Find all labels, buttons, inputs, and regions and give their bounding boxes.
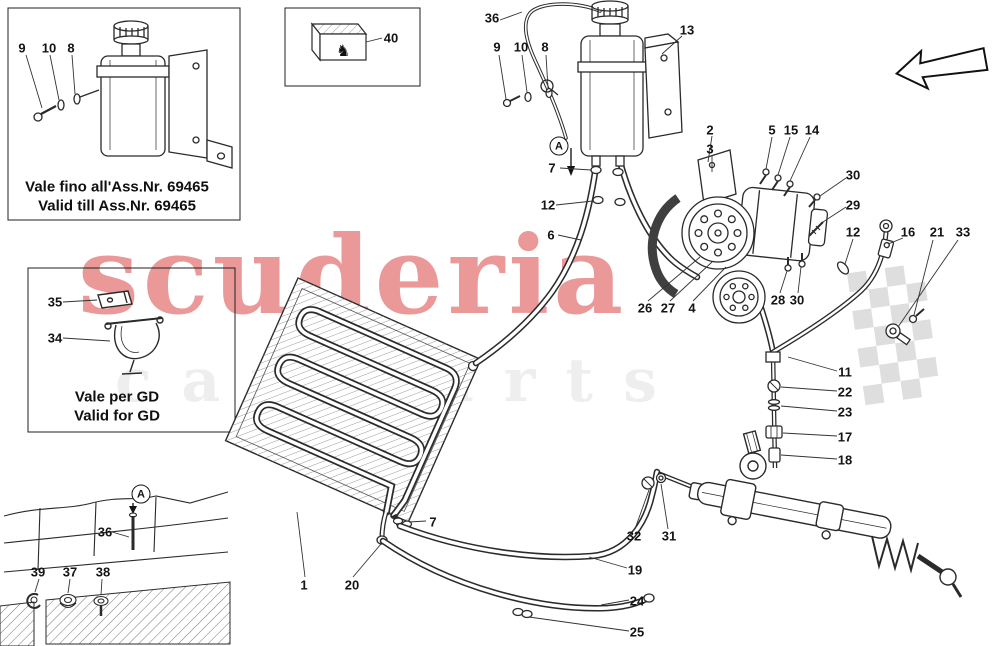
gd-clamp-inset-drawing — [97, 290, 164, 375]
callout-8: 8 — [541, 39, 549, 55]
hydraulic-hoses — [379, 2, 889, 619]
steering-rack-drawing — [688, 430, 963, 598]
callout-19: 19 — [627, 562, 643, 578]
reservoir-old-inset-drawing — [33, 20, 233, 169]
callout-22: 22 — [837, 384, 853, 400]
callout-7: 7 — [429, 514, 437, 530]
callout-20: 20 — [344, 577, 360, 593]
callout-1: 1 — [300, 577, 308, 593]
callout-23: 23 — [837, 404, 853, 420]
caption-gd-english: Valid for GD — [74, 407, 160, 425]
reservoir-main-drawing — [502, 0, 683, 207]
callout-6: 6 — [547, 227, 555, 243]
inset-boxes — [7, 7, 421, 433]
pipe-fittings-drawing — [641, 219, 925, 490]
callout-12: 12 — [540, 197, 556, 213]
callout-27: 27 — [660, 300, 676, 316]
callout-34: 34 — [47, 330, 63, 346]
callout-13: 13 — [679, 22, 695, 38]
callout-29: 29 — [845, 197, 861, 213]
direction-arrow-icon — [894, 46, 989, 91]
callout-7: 7 — [548, 160, 556, 176]
callout-33: 33 — [955, 224, 971, 240]
callout-38: 38 — [95, 564, 111, 580]
callout-11: 11 — [838, 364, 852, 380]
cooling-coil-drawing — [224, 277, 482, 545]
pump-assembly-drawing — [647, 149, 829, 324]
clip-40-drawing: ♞ — [310, 22, 368, 62]
ferrari-horse-icon: ♞ — [336, 43, 350, 60]
callout-35: 35 — [47, 294, 63, 310]
callout-10: 10 — [41, 40, 57, 56]
leader-lines — [25, 11, 959, 632]
caption-gd-italian: Vale per GD — [74, 388, 160, 406]
caption-valid-till-italian: Vale fino all'Ass.Nr. 69465 — [25, 178, 209, 196]
callout-30: 30 — [845, 167, 861, 183]
callout-26: 26 — [637, 300, 653, 316]
view-marker-A: A — [131, 484, 151, 504]
callout-9: 9 — [18, 40, 26, 56]
callout-12: 12 — [845, 224, 861, 240]
callout-36: 36 — [97, 524, 113, 540]
callout-3: 3 — [706, 141, 714, 157]
chassis-inset-drawing — [0, 491, 231, 646]
callout-21: 21 — [929, 224, 945, 240]
callout-32: 32 — [626, 528, 642, 544]
callout-5: 5 — [768, 122, 776, 138]
callout-9: 9 — [493, 39, 501, 55]
callout-36: 36 — [484, 10, 500, 26]
callout-16: 16 — [900, 224, 916, 240]
view-marker-A: A — [549, 136, 569, 156]
callout-31: 31 — [661, 528, 677, 544]
callout-18: 18 — [837, 452, 853, 468]
caption-valid-till-english: Valid till Ass.Nr. 69465 — [38, 197, 196, 215]
callout-10: 10 — [513, 39, 529, 55]
callout-25: 25 — [629, 624, 645, 640]
callout-2: 2 — [706, 122, 714, 138]
callout-24: 24 — [629, 593, 645, 609]
callout-30: 30 — [789, 292, 805, 308]
checkered-flag-watermark — [847, 265, 939, 406]
callout-40: 40 — [383, 30, 399, 46]
callout-14: 14 — [804, 122, 820, 138]
callout-4: 4 — [688, 300, 696, 316]
callout-15: 15 — [783, 122, 799, 138]
callout-37: 37 — [62, 564, 78, 580]
callout-28: 28 — [770, 292, 786, 308]
callout-17: 17 — [837, 429, 853, 445]
callout-39: 39 — [30, 564, 46, 580]
callout-8: 8 — [67, 40, 75, 56]
